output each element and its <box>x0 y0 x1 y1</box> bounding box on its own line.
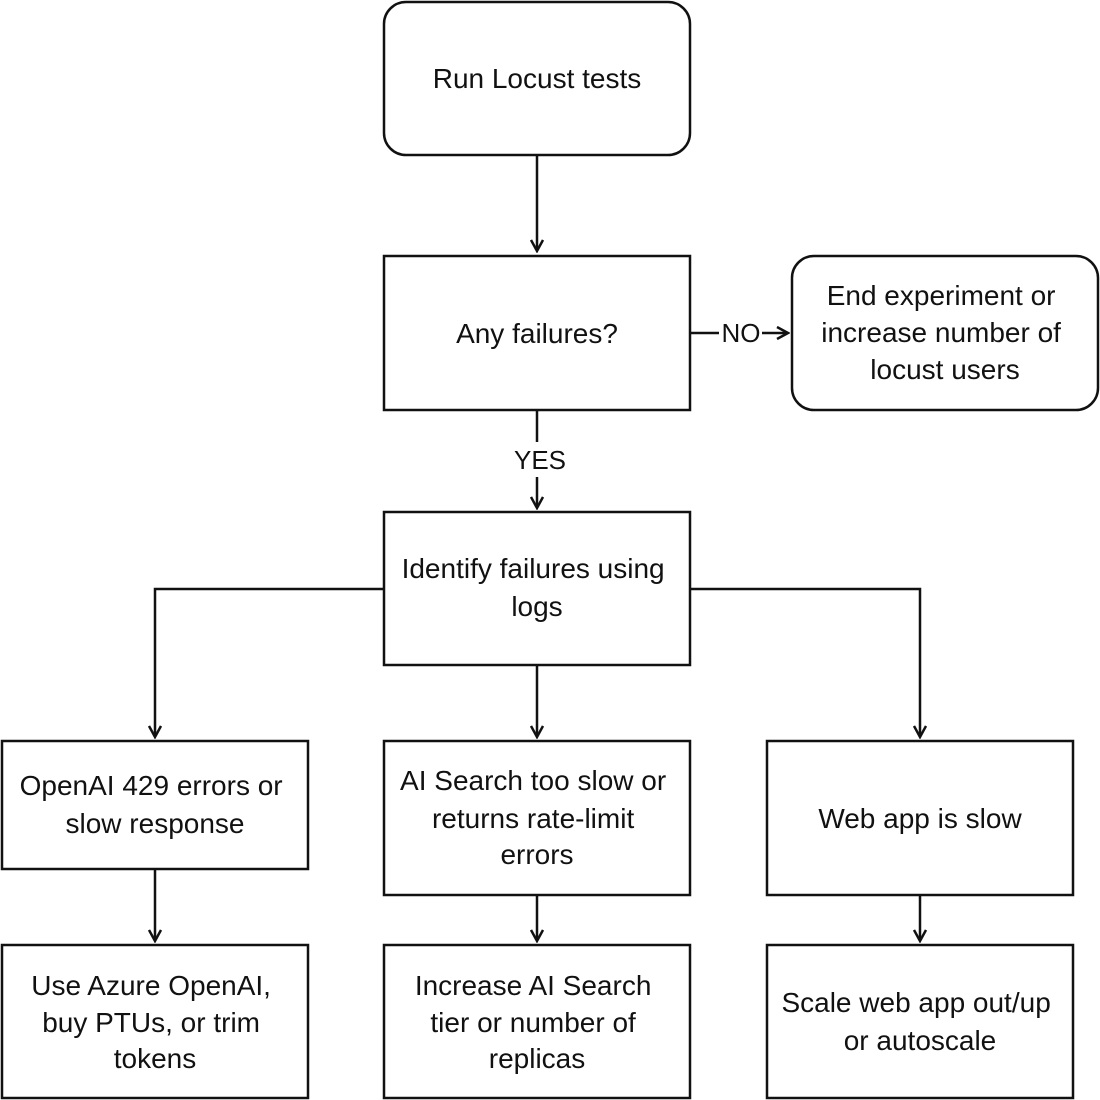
node-identify-failures <box>382 510 692 667</box>
label-line: tier or number of <box>430 1007 636 1038</box>
label-line: OpenAI 429 errors or <box>20 770 283 801</box>
label-line: locust users <box>870 354 1019 385</box>
label-line: Use Azure OpenAI, <box>31 970 271 1001</box>
label-line: logs <box>511 591 562 622</box>
node-openai-errors <box>0 739 310 871</box>
label-line: End experiment or <box>827 280 1056 311</box>
label-line: Run Locust tests <box>433 63 642 94</box>
label-scale-web-app: Scale web app out/up or autoscale <box>781 987 1058 1056</box>
label-use-azure-openai: Use Azure OpenAI, buy PTUs, or trim toke… <box>31 970 278 1074</box>
label-line: tokens <box>114 1043 197 1074</box>
label-line: Web app is slow <box>818 803 1022 834</box>
node-use-azure-openai <box>0 943 310 1100</box>
label-line: Any failures? <box>456 318 618 349</box>
edge-identify-to-openai <box>155 587 384 737</box>
label-any-failures: Any failures? <box>456 318 618 349</box>
node-any-failures <box>382 254 692 412</box>
label-line: buy PTUs, or trim <box>42 1007 260 1038</box>
node-web-app-slow <box>765 739 1075 897</box>
label-ai-search-slow: AI Search too slow or returns rate-limit… <box>400 765 674 870</box>
label-openai-errors: OpenAI 429 errors or slow response <box>20 770 291 839</box>
label-identify-failures: Identify failures using logs <box>402 553 673 622</box>
label-line: returns rate-limit <box>432 803 634 834</box>
label-web-app-slow: Web app is slow <box>818 803 1022 834</box>
label-end-experiment: End experiment or increase number of loc… <box>821 280 1068 385</box>
edges <box>155 155 920 941</box>
edge-identify-to-webapp <box>690 587 920 737</box>
label-increase-ai-search: Increase AI Search tier or number of rep… <box>415 970 659 1074</box>
label-line: replicas <box>489 1043 585 1074</box>
edge-label-no: NO <box>722 318 761 348</box>
node-increase-ai-search <box>382 943 692 1100</box>
label-line: errors <box>500 839 573 870</box>
label-line: or autoscale <box>844 1025 997 1056</box>
edge-label-yes: YES <box>514 445 566 475</box>
node-end-experiment <box>790 254 1100 412</box>
label-line: Identify failures using <box>402 553 665 584</box>
label-line: increase number of <box>821 317 1061 348</box>
node-run-tests <box>382 0 692 157</box>
label-line: AI Search too slow or <box>400 765 666 796</box>
label-line: Increase AI Search <box>415 970 652 1001</box>
node-ai-search-slow <box>382 739 692 897</box>
label-run-tests: Run Locust tests <box>433 63 642 94</box>
label-line: Scale web app out/up <box>781 987 1050 1018</box>
node-scale-web-app <box>765 943 1075 1100</box>
label-line: slow response <box>66 808 245 839</box>
